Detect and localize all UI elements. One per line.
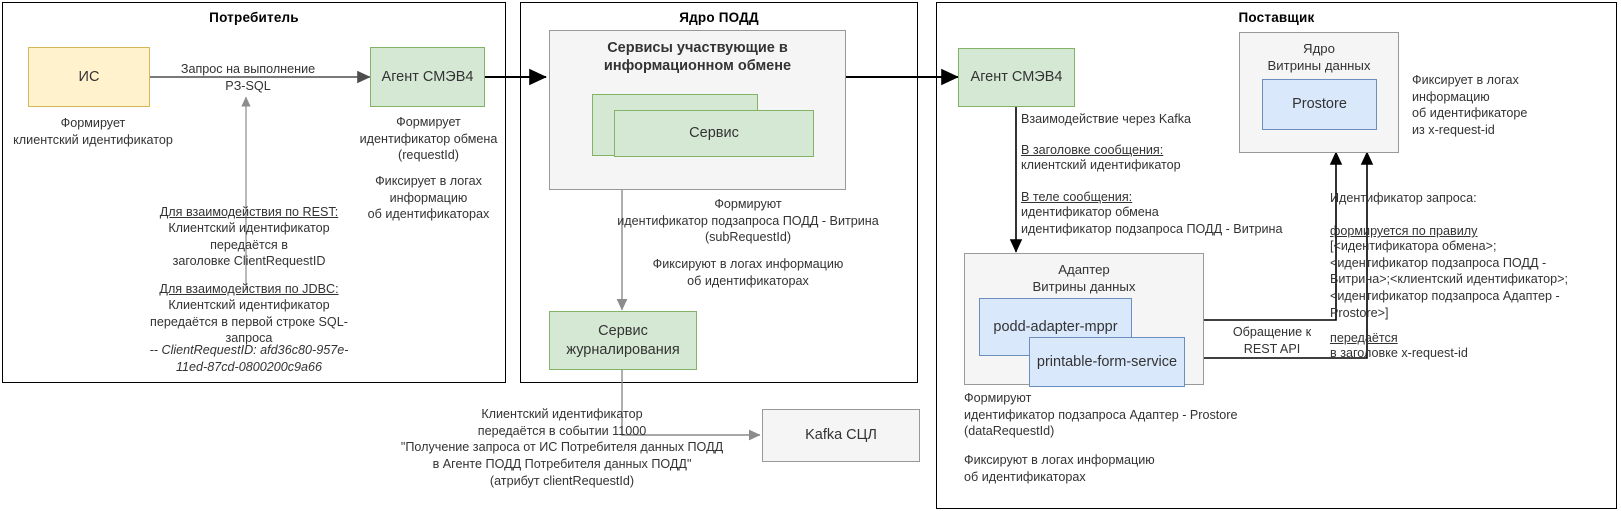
consumer-flow-label: Запрос на выполнение PЗ-SQL	[180, 62, 316, 93]
request-id-title: Идентификатор запроса:	[1330, 191, 1477, 205]
adapter-service-printable-form[interactable]: printable-form-service	[1029, 337, 1185, 387]
showcase-core-title: Ядро Витрины данных	[1267, 41, 1371, 73]
prostore-box[interactable]: Prostore	[1262, 79, 1377, 130]
consumer-agent-note-2: Фиксирует в логах информацию об идентифи…	[367, 174, 490, 222]
kafka-box-label: Kafka СЦЛ	[805, 427, 877, 444]
jdbc-note-title: Для взаимодействия по JDBC:	[159, 282, 339, 296]
panel-consumer: Потребитель	[2, 2, 506, 383]
is-box[interactable]: ИС	[28, 47, 150, 107]
adapter-title: Адаптер Витрины данных	[1032, 262, 1136, 294]
panel-supplier-title: Поставщик	[1238, 10, 1315, 25]
jdbc-note-body: Клиентский идентификатор передаётся в пе…	[150, 298, 348, 346]
supplier-header-title: В заголовке сообщения:	[1021, 143, 1164, 157]
adapter-note-2: Фиксируют в логах информацию об идентифи…	[964, 453, 1155, 484]
consumer-agent-note-1: Формирует идентификатор обмена (requestI…	[359, 115, 498, 163]
is-box-label: ИС	[78, 68, 100, 85]
consumer-agent-box[interactable]: Агент СМЭВ4	[370, 47, 485, 107]
core-services-note-2: Фиксируют в логах информацию об идентифи…	[652, 257, 844, 288]
jdbc-note-sample: -- ClientRequestID: afd36c80-957e- 11ed-…	[149, 343, 349, 374]
supplier-header-body: клиентский идентификатор	[1021, 158, 1181, 172]
kafka-note: Клиентский идентификатор передаётся в со…	[400, 407, 724, 488]
kafka-box[interactable]: Kafka СЦЛ	[762, 409, 920, 462]
log-service-box[interactable]: Сервис журналирования	[549, 311, 697, 370]
supplier-agent-label: Агент СМЭВ4	[970, 69, 1063, 86]
request-id-rule-body: [<идентификатора обмена>; <идентификатор…	[1330, 239, 1568, 320]
core-services-note-1: Формируют идентификатор подзапроса ПОДД …	[617, 197, 879, 245]
rest-note-body: Клиентский идентификатор передаётся в за…	[168, 221, 330, 269]
supplier-kafka-label: Взаимодействие через Kafka	[1021, 112, 1192, 126]
adapter-service-printable-form-label: printable-form-service	[1036, 353, 1178, 370]
is-note: Формирует клиентский идентификатор	[13, 116, 173, 147]
panel-core-title: Ядро ПОДД	[679, 10, 759, 25]
request-id-pass-title: передаётся	[1330, 331, 1398, 345]
adapter-service-mppr-label: podd-adapter-mppr	[993, 318, 1118, 335]
supplier-body-title: В теле сообщения:	[1021, 190, 1133, 204]
panel-supplier: Поставщик	[936, 2, 1617, 509]
log-service-label: Сервис журналирования	[566, 323, 680, 358]
adapter-note-1: Формируют идентификатор подзапроса Адапт…	[964, 391, 1238, 439]
request-id-pass-body: в заголовке x-request-id	[1330, 346, 1468, 360]
panel-consumer-title: Потребитель	[209, 10, 299, 25]
prostore-note: Фиксирует в логах информацию об идентифи…	[1412, 73, 1528, 138]
request-id-rule-title: формируется по правилу	[1330, 224, 1478, 238]
consumer-agent-label: Агент СМЭВ4	[381, 68, 474, 85]
rest-call-label: Обращение к REST API	[1232, 325, 1312, 356]
supplier-body-body: идентификатор обмена идентификатор подза…	[1021, 205, 1283, 236]
prostore-label: Prostore	[1292, 96, 1347, 113]
core-service-box-front[interactable]: Сервис	[614, 110, 814, 157]
rest-note-title: Для взаимодействия по REST:	[159, 205, 339, 219]
supplier-agent-box[interactable]: Агент СМЭВ4	[958, 48, 1075, 107]
core-services-container-title: Сервисы участвующие в информационном обм…	[603, 40, 792, 75]
core-service-label: Сервис	[689, 125, 739, 142]
